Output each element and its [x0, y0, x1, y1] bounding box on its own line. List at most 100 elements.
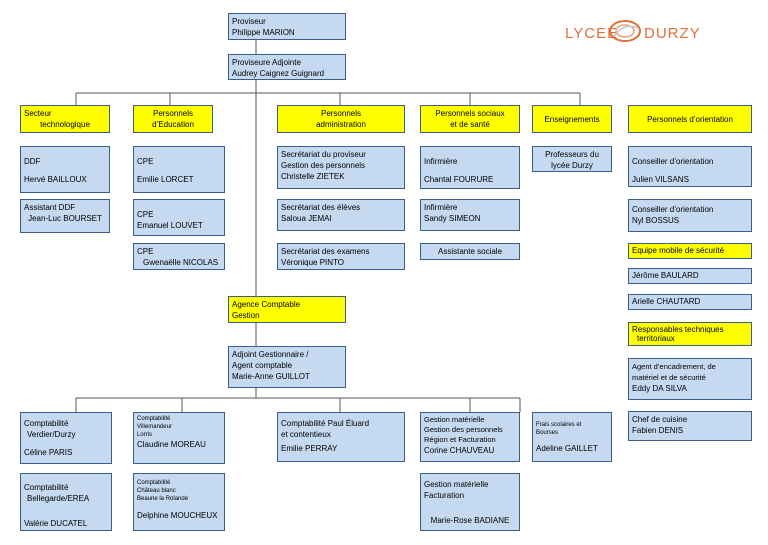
personnels-administration-header: Personnels administration — [277, 105, 405, 133]
c1-line2: Verdier/Durzy — [27, 430, 76, 439]
cpe3-title: CPE — [137, 247, 154, 256]
assistante-sociale-box: Assistante sociale — [420, 243, 520, 260]
cpe1-title: CPE — [137, 157, 154, 166]
c3-line3: Lorris — [137, 432, 153, 438]
inf1-title: Infirmière — [424, 157, 458, 166]
gestionnaire-line2: Agent comptable — [232, 361, 293, 370]
secretariat-eleves-box: Secrétariat des élèves Saloua JEMAI — [277, 199, 405, 231]
conseiller-orientation-box-1: Conseiller d’orientation Julien VILSANS — [628, 146, 752, 187]
g1-name: Corine CHAUVEAU — [424, 446, 495, 455]
sec3-name: Véronique PINTO — [281, 258, 344, 267]
agent-line2: matériel et de sécurité — [632, 373, 706, 382]
cpe3-name: Gwenaëlle NICOLAS — [143, 258, 219, 267]
agence-header-line1: Agence Comptable — [232, 300, 301, 309]
comptabilite-paul-eluard-box: Comptabilité Paul Éluard et contentieux … — [277, 412, 405, 462]
cpe-box-3: CPE Gwenaëlle NICOLAS — [133, 243, 225, 270]
adjointe-name: Audrey Caignez Guignard — [232, 69, 325, 78]
logo-text-right: DURZY — [644, 25, 701, 42]
logo-swirl-icon — [609, 20, 641, 42]
sec3-title: Secrétariat des examens — [281, 247, 370, 256]
co1-title: Conseiller d’orientation — [632, 157, 714, 166]
chef-name: Fabien DENIS — [632, 426, 684, 435]
equipe-mobile-header: Equipe mobile de sécurité — [628, 243, 752, 259]
c5-line1: Comptabilité Paul Éluard — [281, 419, 370, 428]
co1-name: Julien VILSANS — [632, 175, 689, 184]
agence-header-line2: Gestion — [232, 311, 260, 320]
cpe2-title: CPE — [137, 210, 154, 219]
enseignements-header: Enseignements — [532, 105, 612, 133]
inf2-title: Infirmière — [424, 203, 458, 212]
f1-line2: Bourses — [536, 430, 559, 436]
equipe-member-2: Arielle CHAUTARD — [628, 294, 752, 310]
agent-line1: Agent d’encadrement, de — [632, 362, 716, 371]
administration-header-line2: administration — [316, 120, 366, 129]
c5-name: Emilie PERRAY — [281, 444, 338, 453]
equipe2-name: Arielle CHAUTARD — [632, 297, 701, 306]
adjoint-gestionnaire-box: Adjoint Gestionnaire / Agent comptable M… — [228, 346, 346, 388]
inf2-name: Sandy SIMEON — [424, 214, 481, 223]
comptabilite-villemandeur-box: Comptabilité Villemandeur Lorris Claudin… — [133, 412, 225, 464]
personnels-sociaux-header: Personnels sociaux et de santé — [420, 105, 520, 133]
c2-name: Valérie DUCATEL — [24, 519, 88, 528]
f1-name: Adeline GAILLET — [536, 444, 598, 453]
sec1-name: Christelle ZIETEK — [281, 172, 345, 181]
c5-line2: et contentieux — [281, 430, 331, 439]
enseignements-header-text: Enseignements — [544, 115, 600, 124]
agence-comptable-header: Agence Comptable Gestion — [228, 296, 346, 323]
g1-line3: Région et Facturation — [424, 435, 496, 444]
cpe1-name: Emilie LORCET — [137, 175, 194, 184]
lycee-durzy-logo: LYCEE DURZY — [560, 20, 710, 50]
ddf-box: DDF Hervé BAILLOUX — [20, 146, 110, 193]
infirmiere-box-2: Infirmière Sandy SIMEON — [420, 199, 520, 231]
administration-header-line1: Personnels — [320, 109, 362, 118]
secteur-header-line2: technologique — [40, 120, 90, 129]
equipe1-name: Jérôme BAULARD — [632, 271, 699, 280]
social-header-line1: Personnels sociaux — [435, 109, 505, 118]
c3-line2: Villemandeur — [137, 424, 172, 430]
cpe-box-1: CPE Emilie LORCET — [133, 146, 225, 193]
proviseur-name: Philippe MARION — [232, 28, 295, 37]
g2-line1: Gestion matérielle — [424, 480, 489, 489]
g2-name: Marie-Rose BADIANE — [430, 516, 510, 525]
infirmiere-box-1: Infirmière Chantal FOURURE — [420, 146, 520, 189]
c2-line1: Comptabilité — [24, 483, 69, 492]
secretariat-examens-box: Secrétariat des examens Véronique PINTO — [277, 243, 405, 270]
cpe2-name: Emanuel LOUVET — [137, 221, 203, 230]
cpe-box-2: CPE Emanuel LOUVET — [133, 199, 225, 236]
education-header-line2: d’Education — [152, 120, 194, 129]
assistant-ddf-box: Assistant DDF Jean-Luc BOURSET — [20, 199, 110, 233]
comptabilite-bellegarde-box: Comptabilité Bellegarde/EREA Valérie DUC… — [20, 473, 112, 531]
c3-line1: Comptabilité — [137, 416, 171, 422]
inf1-name: Chantal FOURURE — [424, 175, 494, 184]
conseiller-orientation-box-2: Conseiller d’orientation Nyl BOSSUS — [628, 199, 752, 232]
gestion-materielle-box-2: Gestion matérielle Facturation Marie-Ros… — [420, 473, 520, 531]
c2-line2: Bellegarde/EREA — [27, 494, 90, 503]
proviseur-title: Proviseur — [232, 17, 266, 26]
assistant-ddf-title: Assistant DDF — [24, 203, 76, 212]
gestionnaire-line1: Adjoint Gestionnaire / — [232, 350, 309, 359]
sec1-line1: Secrétariat du proviseur — [281, 150, 366, 159]
co2-name: Nyl BOSSUS — [632, 216, 680, 225]
assistante-sociale-label: Assistante sociale — [437, 247, 503, 256]
agent-name: Eddy DA SILVA — [632, 384, 687, 393]
c3-name: Claudine MOREAU — [137, 440, 206, 449]
g2-line2: Facturation — [424, 491, 465, 500]
f1-line1: Frais scolaires et — [536, 422, 582, 428]
co2-title: Conseiller d’orientation — [632, 205, 714, 214]
professeurs-line1: Professeurs du — [545, 150, 599, 159]
secteur-technologique-header: Secteur technologique — [20, 105, 110, 133]
social-header-line2: et de santé — [450, 120, 490, 129]
sec2-name: Saloua JEMAI — [281, 214, 332, 223]
chef-cuisine-box: Chef de cuisine Fabien DENIS — [628, 411, 752, 441]
frais-scolaires-box: Frais scolaires et Bourses Adeline GAILL… — [532, 412, 612, 462]
c4-line1: Comptabilité — [137, 480, 171, 486]
sec1-line2: Gestion des personnels — [281, 161, 366, 170]
secretariat-proviseur-box: Secrétariat du proviseur Gestion des per… — [277, 146, 405, 189]
agent-encadrement-box: Agent d’encadrement, de matériel et de s… — [628, 358, 752, 400]
ddf-name: Hervé BAILLOUX — [24, 175, 87, 184]
sec2-title: Secrétariat des élèves — [281, 203, 361, 212]
c4-line2: Château blanc — [137, 488, 176, 494]
g1-line1: Gestion matérielle — [424, 415, 485, 424]
c1-line1: Comptabilité — [24, 419, 69, 428]
